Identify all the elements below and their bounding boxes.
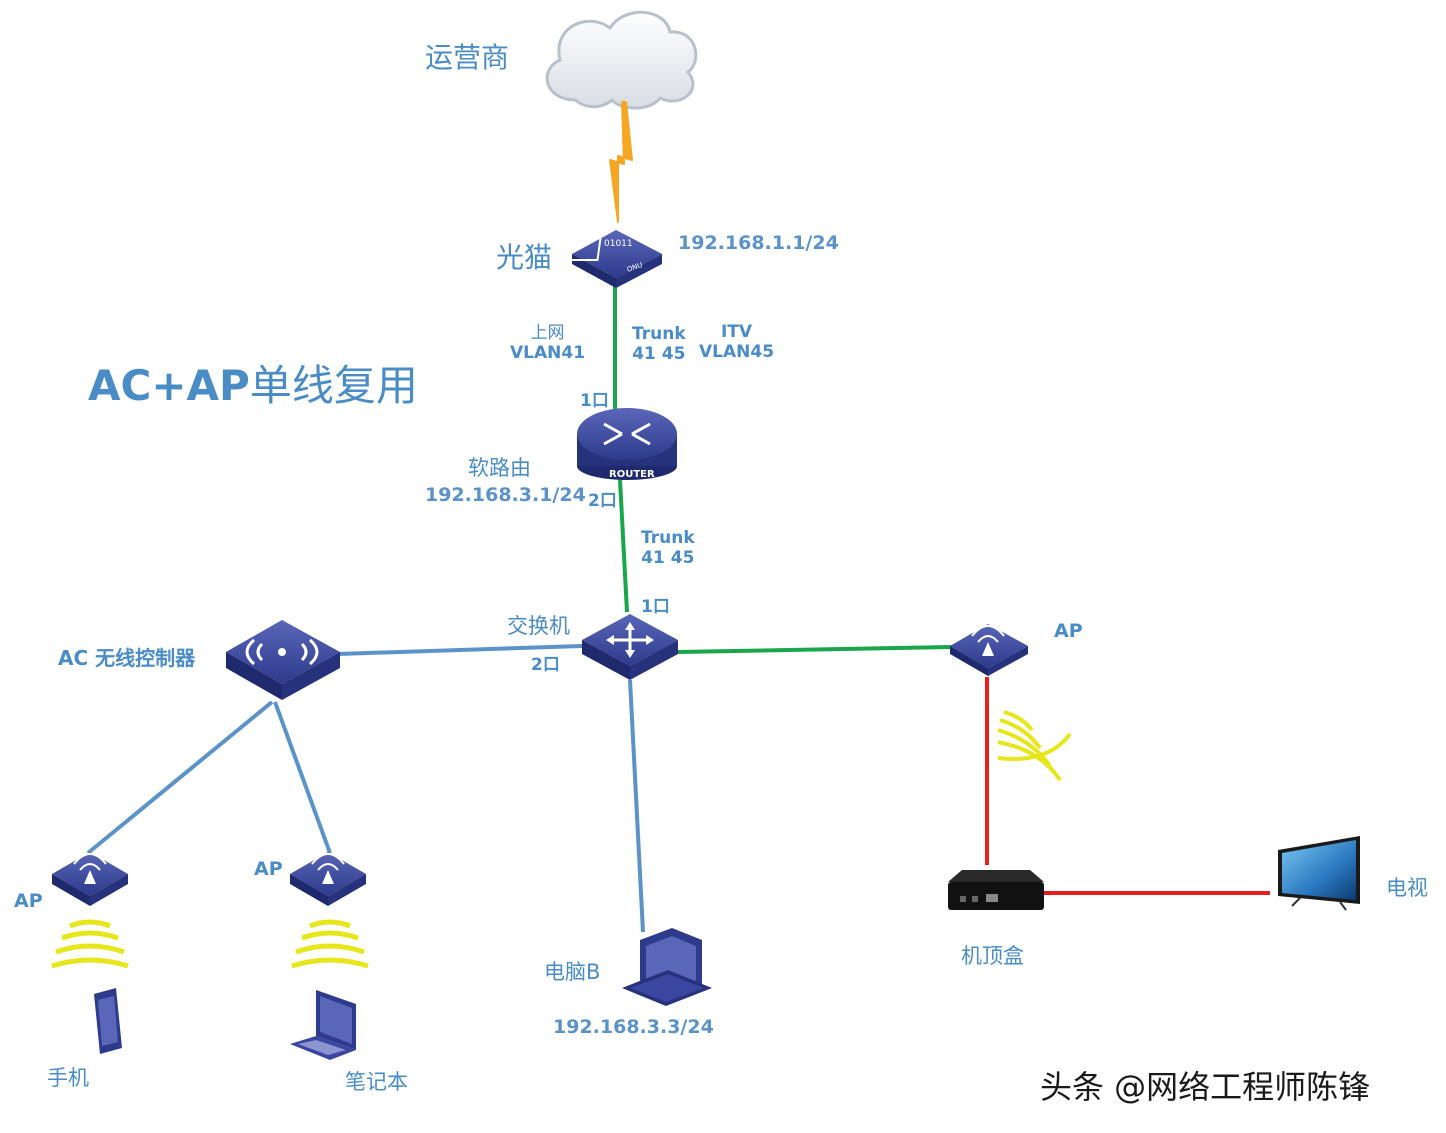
pc-label: 电脑B <box>544 960 601 984</box>
watermark: 头条 @网络工程师陈锋 <box>1040 1068 1371 1106</box>
modem-badge-top: 01011 <box>604 239 633 249</box>
wifi-signal-mid <box>291 919 369 969</box>
ap-right-label: AP <box>1054 620 1083 642</box>
modem-icon: 01011 ONU <box>560 230 662 288</box>
link-switch-pc <box>628 679 645 933</box>
vlan-internet-name: 上网 <box>530 323 565 343</box>
vlan-itv-id: VLAN45 <box>699 342 775 362</box>
vlan-itv-name: ITV <box>720 322 753 342</box>
link-switch-ap-right <box>677 645 953 654</box>
isp-label: 运营商 <box>425 41 510 74</box>
laptop-icon <box>290 990 356 1060</box>
link-ac-ap-left <box>86 700 274 855</box>
trunk-label-2: Trunk 41 45 <box>641 528 695 568</box>
trunk-label-1: Trunk 41 45 <box>632 324 686 364</box>
link-switch-ac <box>337 644 583 656</box>
router-port1-label: 1口 <box>580 391 609 411</box>
links <box>86 282 1270 933</box>
ac-label: AC 无线控制器 <box>58 646 196 670</box>
set-top-box-icon <box>948 870 1044 910</box>
wifi-signal-right <box>997 710 1072 782</box>
lightning-icon <box>609 101 633 223</box>
trunk-2-name: Trunk <box>641 528 695 548</box>
laptop-label: 笔记本 <box>345 1070 408 1094</box>
tv-label: 电视 <box>1386 876 1428 900</box>
vlan-internet-id: VLAN41 <box>510 343 586 363</box>
set-top-box-label: 机顶盒 <box>961 944 1024 968</box>
vlan-internet-label: 上网 VLAN41 <box>510 318 585 363</box>
router-badge: ROUTER <box>609 469 655 480</box>
ap-right-icon <box>950 624 1028 676</box>
ap-mid-label: AP <box>254 858 283 880</box>
router-port2-label: 2口 <box>588 491 617 511</box>
trunk-1-name: Trunk <box>632 324 686 344</box>
trunk-1-vlans: 41 45 <box>632 344 686 364</box>
tv-icon <box>1278 836 1360 911</box>
router-ip: 192.168.3.1/24 <box>425 484 586 506</box>
switch-port2-label: 2口 <box>531 655 560 675</box>
title-cn: 单线复用 <box>249 361 418 410</box>
ap-mid-icon <box>290 852 366 906</box>
ap-left-icon <box>52 852 128 906</box>
modem-ip: 192.168.1.1/24 <box>678 232 839 254</box>
pc-ip: 192.168.3.3/24 <box>553 1016 714 1038</box>
link-ac-ap-mid <box>273 701 332 854</box>
pc-icon <box>622 928 712 1006</box>
phone-icon <box>94 988 122 1054</box>
modem-label: 光猫 <box>496 241 553 274</box>
vlan-itv-label: ITV VLAN45 <box>699 322 774 362</box>
ap-left-label: AP <box>14 890 43 912</box>
page-title: AC+AP单线复用 <box>88 352 418 413</box>
title-latin: AC+AP <box>88 361 250 410</box>
switch-label: 交换机 <box>507 614 570 638</box>
switch-icon <box>582 614 678 680</box>
router-icon: ROUTER <box>577 408 677 480</box>
wifi-signal-left <box>51 919 129 969</box>
cloud-icon <box>545 10 698 110</box>
trunk-2-vlans: 41 45 <box>641 548 695 568</box>
router-label: 软路由 <box>468 456 531 480</box>
phone-label: 手机 <box>47 1066 89 1090</box>
link-router-switch <box>618 479 629 613</box>
ac-controller-icon <box>226 620 340 700</box>
switch-port1-label: 1口 <box>641 597 670 617</box>
